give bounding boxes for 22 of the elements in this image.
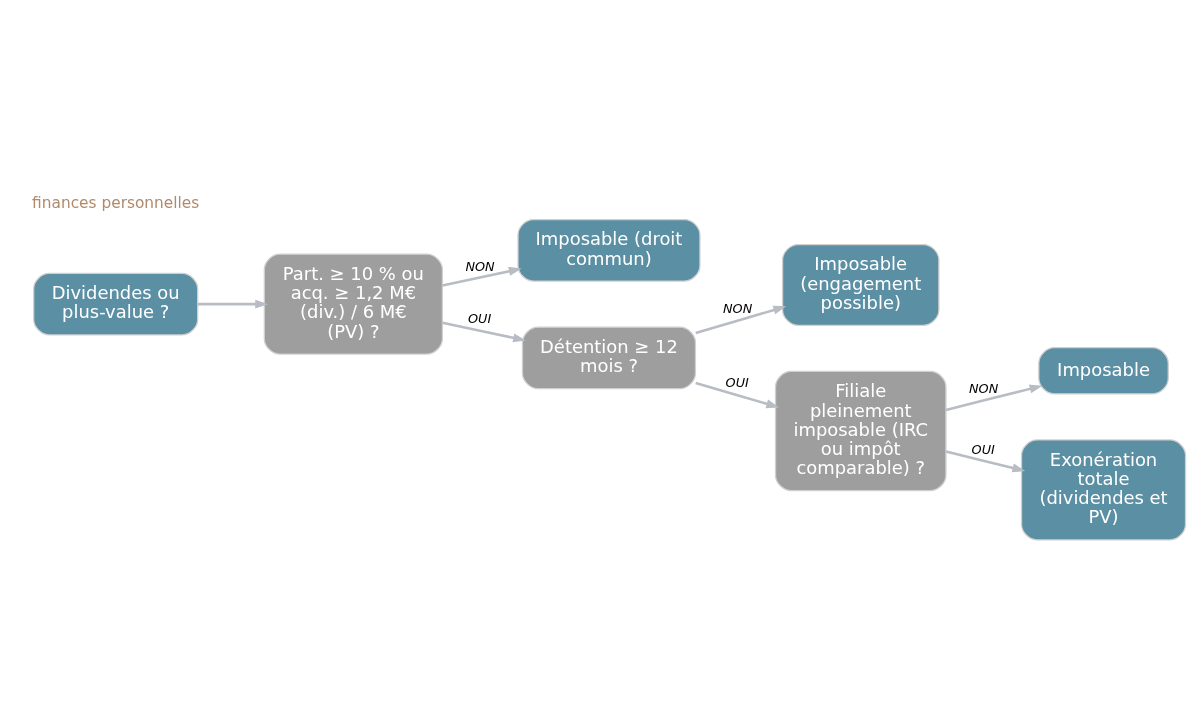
node-box: Exonération totale (dividendes et PV) <box>1020 439 1187 541</box>
edge-label: NON <box>465 258 495 274</box>
node-box: Imposable (engagement possible) <box>781 243 940 326</box>
node-box: Part. ≥ 10 % ou acq. ≥ 1,2 M€ (div.) / 6 M€ (PV) ? <box>263 253 444 355</box>
node-box: Filiale pleinement imposable (IRC ou impôt comparable) ? <box>774 370 947 492</box>
edge-label: OUI <box>468 311 492 327</box>
arrow <box>945 450 1026 473</box>
node-box: Imposable <box>1038 347 1169 395</box>
edge-label: OUI <box>971 442 995 458</box>
arrow <box>695 305 787 335</box>
label: finances personnelles <box>32 194 200 213</box>
edge-label: NON <box>969 380 999 396</box>
arrow <box>197 299 269 309</box>
arrow <box>695 381 780 409</box>
arrow <box>442 321 526 343</box>
arrow <box>442 266 522 287</box>
node-box: Imposable (droit commun) <box>517 218 701 282</box>
node-box: Détention ≥ 12 mois ? <box>521 326 697 390</box>
edge-label: OUI <box>725 375 749 391</box>
arrow <box>945 384 1043 412</box>
node-box: Dividendes ou plus-value ? <box>33 272 199 336</box>
edge-label: NON <box>723 301 753 317</box>
